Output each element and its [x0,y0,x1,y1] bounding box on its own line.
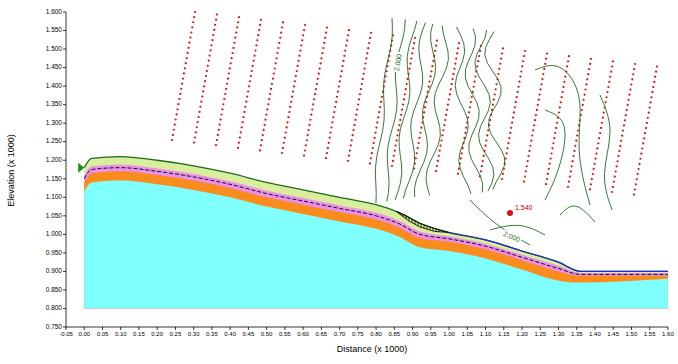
axis-tick-label: 0.800 [46,305,62,312]
axis-tick-label: 0.55 [279,331,291,337]
slip-surface [396,211,449,232]
axis-tick-label: 0.50 [261,331,273,337]
axis-tick-label: 0.20 [151,331,163,337]
toe-line [449,233,668,272]
axis-tick-label: 0.10 [115,331,127,337]
axis-tick-label: 0.40 [224,331,236,337]
axis-tick-label: 1.00 [443,331,455,337]
axis-tick-label: 0.00 [78,331,90,337]
axis-tick-label: 0.25 [170,331,182,337]
piezometric-marker [78,163,84,173]
axis-tick-label: 0.85 [388,331,400,337]
axis-tick-label: 0.95 [425,331,437,337]
axis-tick-label: 1.350 [46,101,62,108]
axis-tick-label: 0.15 [133,331,145,337]
axis-tick-label: 0.05 [97,331,109,337]
contour-label: 2.000 [393,52,403,72]
axis-title: Elevation (x 1000) [7,134,16,207]
axis-tick-label: 1.40 [589,331,601,337]
axis-tick-label: 0.80 [370,331,382,337]
axis-tick-label: 1.20 [516,331,528,337]
axis-tick-label: 1.10 [480,331,492,337]
contour-lines [375,18,612,245]
axis-tick-label: 0.65 [316,331,328,337]
axis-tick-label: 0.60 [297,331,309,337]
axis-title: Distance (x 1000) [337,345,408,354]
axis-tick-label: 0.35 [206,331,218,337]
axis-tick-label: 1.05 [461,331,473,337]
axis-tick-label: 1.50 [626,331,638,337]
axis-tick-label: 1.550 [46,27,62,34]
contour-label: 2.000 [502,229,523,243]
axes [63,12,668,330]
axis-tick-label: 1.25 [534,331,546,337]
axis-tick-label: 0.850 [46,287,62,294]
axis-tick-label: 1.100 [46,194,62,201]
axis-tick-label: 0.950 [46,250,62,257]
axis-tick-label: 0.90 [407,331,419,337]
factor-of-safety: 1.540 [514,204,534,211]
axis-tick-label: 1.000 [46,231,62,238]
axis-tick-label: 0.70 [334,331,346,337]
critical-centre [507,210,513,216]
ground-surface [84,157,668,272]
axis-tick-label: 1.450 [46,64,62,71]
axis-tick-label: 0.750 [46,324,62,331]
axis-tick-label: 0.30 [188,331,200,337]
grid-dots [171,11,658,196]
axis-tick-label: 1.35 [571,331,583,337]
axis-tick-label: 1.150 [46,176,62,183]
axis-tick-label: 1.200 [46,157,62,164]
axis-tick-label: 1.55 [644,331,656,337]
axis-tick-label: 1.45 [607,331,619,337]
axis-tick-label: 1.600 [46,9,62,16]
axis-tick-label: 1.500 [46,46,62,53]
axis-tick-label: 1.250 [46,138,62,145]
axis-tick-label: 0.45 [243,331,255,337]
axis-tick-label: 1.60 [662,331,674,337]
axis-tick-label: 0.900 [46,268,62,275]
axis-tick-label: 1.15 [498,331,510,337]
axis-tick-label: 1.300 [46,120,62,127]
axis-tick-label: 1.050 [46,213,62,220]
axis-tick-label: 1.30 [553,331,565,337]
axis-tick-label: 0.75 [352,331,364,337]
axis-tick-label: 1.400 [46,83,62,90]
axis-tick-label: -0.05 [59,331,73,337]
